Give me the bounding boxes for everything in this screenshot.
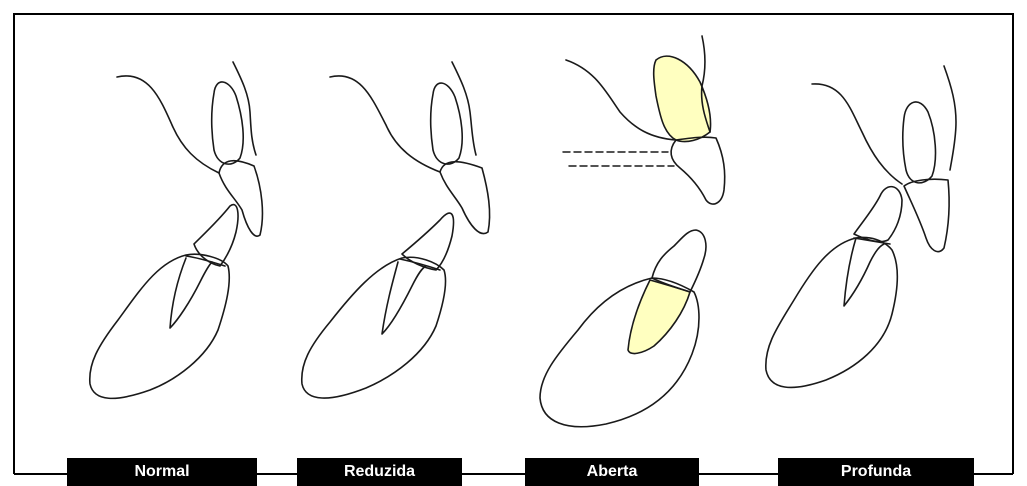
- upper-incisor-crown: [219, 161, 262, 236]
- label-profunda: Profunda: [778, 458, 974, 486]
- upper-root-line: [233, 62, 256, 155]
- panel-profunda: [766, 66, 956, 387]
- diagram-frame: [14, 14, 1013, 474]
- lower-incisor-root: [844, 238, 884, 306]
- lip-profile: [812, 84, 902, 184]
- lower-cej-line: [400, 259, 440, 270]
- lower-incisor-crown: [854, 187, 902, 242]
- label-reduzida: Reduzida: [297, 458, 462, 486]
- lower-incisor-crown: [194, 205, 238, 266]
- lower-root-highlight: [628, 280, 690, 353]
- lower-incisor-root: [382, 262, 426, 334]
- panel-aberta: [540, 36, 725, 427]
- upper-incisor-root: [212, 82, 243, 164]
- mandible-outline: [302, 257, 446, 398]
- upper-incisor-crown: [440, 162, 490, 234]
- upper-root-line: [452, 62, 476, 155]
- mandible-outline: [766, 238, 897, 388]
- lip-profile: [330, 76, 440, 172]
- label-normal: Normal: [67, 458, 257, 486]
- label-aberta: Aberta: [525, 458, 699, 486]
- mandible-outline: [90, 254, 230, 398]
- upper-incisor-crown: [904, 179, 949, 251]
- upper-incisor-root: [431, 83, 462, 164]
- upper-incisor-crown: [671, 137, 725, 204]
- upper-incisor-root: [903, 102, 936, 183]
- lip-profile: [117, 76, 219, 173]
- lower-cej-line: [186, 256, 225, 266]
- upper-root-line: [944, 66, 956, 170]
- panel-reduzida: [302, 62, 490, 398]
- panel-normal: [90, 62, 263, 398]
- lower-incisor-root: [170, 258, 212, 328]
